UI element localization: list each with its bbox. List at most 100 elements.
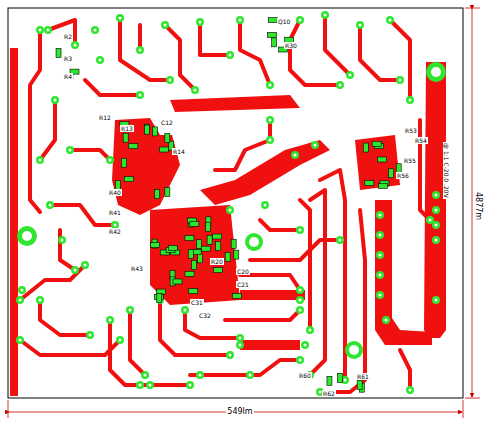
dimension-lines — [8, 8, 480, 418]
part-label: R60 — [298, 372, 312, 379]
pad-hole — [299, 309, 302, 312]
smd-component — [216, 242, 221, 251]
smd-component — [378, 184, 387, 189]
pad-hole — [314, 144, 317, 147]
smd-component — [173, 279, 182, 284]
smd-component — [144, 125, 149, 134]
pad-hole — [249, 374, 252, 377]
pad — [141, 371, 149, 379]
pad — [196, 371, 204, 379]
smd-component — [123, 133, 128, 142]
pad — [356, 21, 364, 29]
pad-hole — [299, 289, 302, 292]
smd-component — [145, 124, 150, 133]
part-label: C32 — [198, 312, 212, 319]
pad-hole — [119, 339, 122, 342]
smd-component — [198, 254, 203, 263]
pad-hole — [139, 94, 142, 97]
pad-hole — [69, 149, 72, 152]
pad — [71, 266, 79, 274]
pad-hole — [385, 319, 388, 322]
smd-component — [389, 169, 394, 178]
pad-hole — [47, 29, 50, 32]
pads — [16, 11, 440, 396]
pad — [296, 356, 304, 364]
part-label: R43 — [130, 265, 144, 272]
pad-hole — [435, 239, 438, 242]
pad — [96, 56, 104, 64]
pad-hole — [21, 289, 24, 292]
pad — [291, 151, 299, 159]
smd-component — [365, 180, 374, 185]
pad — [236, 16, 244, 24]
pad-hole — [84, 264, 87, 267]
pad-hole — [359, 24, 362, 27]
pad-hole — [339, 84, 342, 87]
part-label: R4 — [63, 73, 73, 80]
pad-hole — [269, 119, 272, 122]
board-note: @ 1:1 C-20.0 .20V — [443, 142, 450, 199]
pad — [382, 316, 390, 324]
pad-hole — [269, 139, 272, 142]
smd-component — [196, 240, 201, 249]
smd-component — [185, 271, 194, 276]
pad-hole — [114, 224, 117, 227]
pad — [301, 341, 309, 349]
pad-hole — [74, 269, 77, 272]
pad-hole — [429, 219, 432, 222]
pad — [126, 306, 134, 314]
pad-hole — [39, 159, 42, 162]
smd-component — [232, 293, 241, 298]
smd-component — [155, 190, 160, 199]
pad-hole — [139, 49, 142, 52]
pad — [161, 21, 169, 29]
board-outline — [8, 8, 463, 398]
pad-hole — [99, 59, 102, 62]
pad — [376, 291, 384, 299]
pad-hole — [239, 19, 242, 22]
pad-hole — [189, 384, 192, 387]
pad-hole — [164, 24, 167, 27]
pad-hole — [239, 337, 242, 340]
pad — [196, 18, 204, 26]
smd-component — [267, 32, 276, 37]
pad — [226, 351, 234, 359]
mounting-holes — [17, 62, 446, 359]
smd-component — [268, 18, 277, 23]
part-label: R13 — [120, 125, 134, 132]
pad-hole — [339, 239, 342, 242]
part-label: C31 — [190, 299, 204, 306]
smd-component — [225, 252, 230, 261]
pad — [226, 206, 234, 214]
pad-hole — [324, 14, 327, 17]
smd-component — [214, 268, 223, 273]
pad — [432, 236, 440, 244]
pad — [376, 231, 384, 239]
pad — [136, 91, 144, 99]
smd-component — [372, 141, 381, 146]
pad-hole — [199, 21, 202, 24]
pad-hole — [109, 319, 112, 322]
smd-component — [56, 48, 61, 57]
pad-hole — [435, 209, 438, 212]
pad-hole — [229, 54, 232, 57]
part-label: R41 — [108, 209, 122, 216]
smd-component — [189, 289, 198, 294]
dimension-label: 549lm — [226, 407, 253, 416]
pad — [166, 76, 174, 84]
copper-traces — [20, 15, 430, 392]
pad-hole — [144, 374, 147, 377]
pad — [432, 206, 440, 214]
pad — [296, 16, 304, 24]
part-label: R42 — [108, 228, 122, 235]
pad — [432, 296, 440, 304]
pad — [386, 16, 394, 24]
pad — [36, 296, 44, 304]
pad-hole — [19, 339, 22, 342]
pad — [296, 226, 304, 234]
pad — [16, 336, 24, 344]
pad-hole — [74, 44, 77, 47]
pad-hole — [39, 29, 42, 32]
pad — [16, 296, 24, 304]
